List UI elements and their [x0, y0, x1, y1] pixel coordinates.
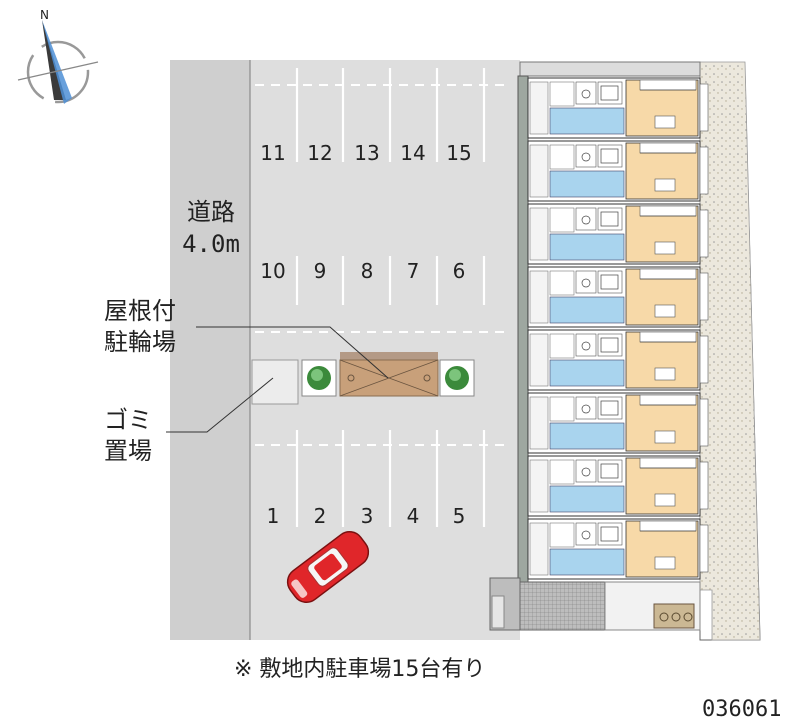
stall-number: 11: [260, 141, 285, 165]
stall-number: 3: [361, 504, 374, 528]
apartment-unit: [527, 266, 709, 328]
compass-north-label: N: [40, 8, 49, 22]
compass-icon: [17, 20, 99, 104]
stall-number: 14: [400, 141, 425, 165]
stall-number: 15: [446, 141, 471, 165]
apartment-unit: [527, 518, 709, 580]
parking-lot: [250, 60, 520, 640]
planter-right: [439, 359, 475, 397]
stall-number: 9: [314, 259, 327, 283]
stall-number: 10: [260, 259, 285, 283]
apartment-unit: [527, 77, 709, 139]
bike-shelter: [339, 352, 439, 397]
planter-left: [301, 359, 337, 397]
property-code: 036061: [702, 697, 781, 722]
garbage-label-2: 置場: [104, 437, 152, 465]
stall-number: 1: [267, 504, 280, 528]
apartment-unit: [527, 455, 709, 517]
apartment-unit: [527, 392, 709, 454]
stall-number: 2: [314, 504, 327, 528]
stall-number: 12: [307, 141, 332, 165]
stall-lines-top: [295, 68, 486, 527]
parking-note: ※ 敷地内駐車場15台有り: [234, 657, 485, 682]
bike-shelter-label-2: 駐輪場: [104, 328, 176, 356]
stall-number: 13: [354, 141, 379, 165]
stall-dashes: [255, 84, 505, 446]
stall-number: 8: [361, 259, 374, 283]
road-name: 道路: [187, 198, 235, 226]
apartment-unit: [527, 329, 709, 391]
road-width: 4.0m: [182, 230, 240, 258]
bike-shelter-label-1: 屋根付: [104, 297, 176, 325]
garbage-area: [251, 359, 299, 405]
garbage-label-1: ゴミ: [104, 406, 152, 434]
stall-number: 6: [453, 259, 466, 283]
stall-number: 5: [453, 504, 466, 528]
road: [170, 60, 250, 640]
stall-number: 4: [407, 504, 420, 528]
car-icon: [286, 531, 370, 603]
apartment-unit: [527, 203, 709, 265]
apartment-building: [489, 61, 761, 641]
stall-number: 7: [407, 259, 420, 283]
apartment-unit: [527, 140, 709, 202]
